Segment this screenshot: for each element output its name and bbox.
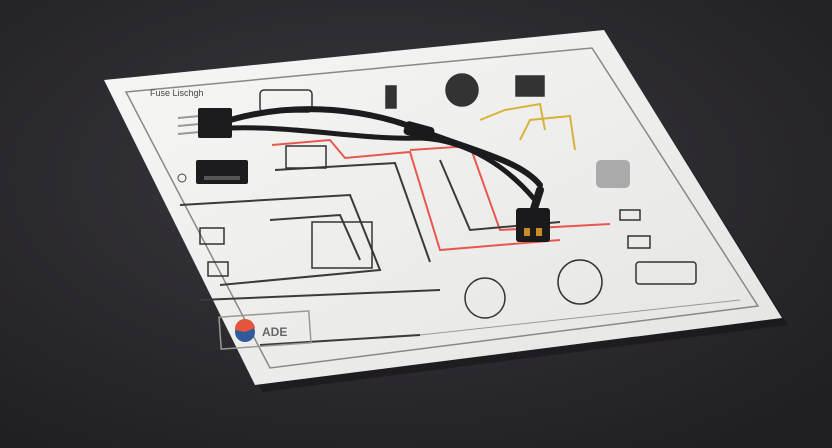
usb-plug	[177, 108, 232, 138]
tool-icon-box	[311, 221, 373, 269]
car-icon-box	[285, 145, 327, 169]
small-plug-connector	[516, 208, 550, 242]
diagram-title: Fuse Lischgh	[150, 88, 204, 98]
black-connector-block	[177, 160, 248, 184]
svg-text:ADE: ADE	[262, 325, 287, 339]
ade-logo: ADE	[218, 310, 312, 350]
cable-splitter	[403, 121, 435, 141]
diagram-components	[199, 73, 697, 319]
